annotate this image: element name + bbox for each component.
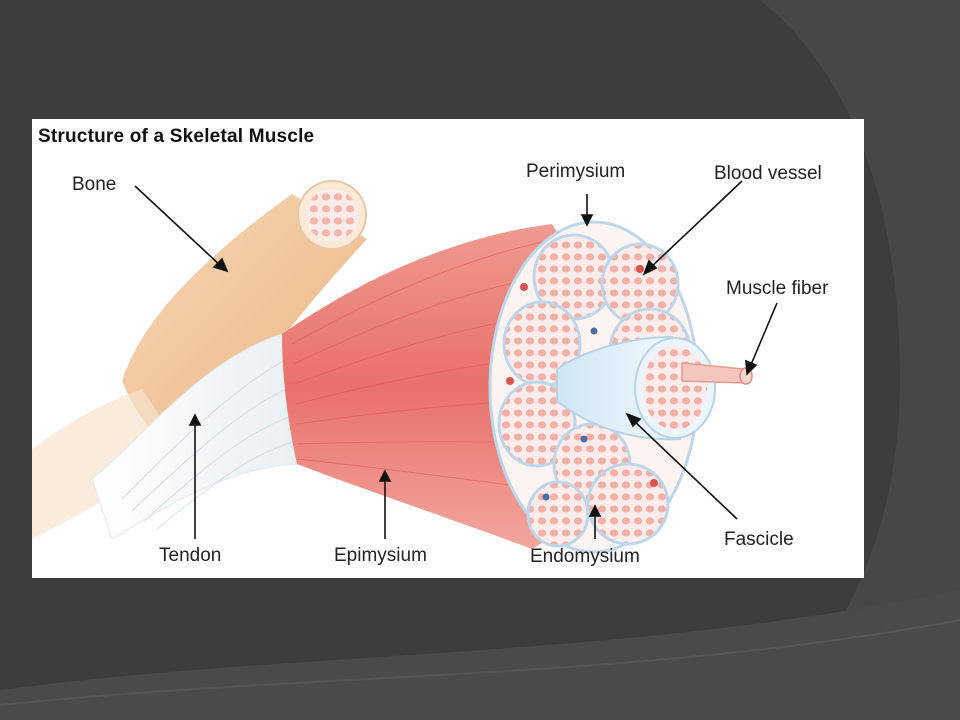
label-tendon: Tendon	[159, 545, 222, 566]
label-bone: Bone	[72, 174, 117, 195]
bone-illustration	[32, 180, 367, 539]
label-epimysium: Epimysium	[334, 545, 427, 566]
figure-title: Structure of a Skeletal Muscle	[38, 126, 315, 147]
label-arrows	[134, 180, 778, 539]
label-blood-vessel: Blood vessel	[714, 163, 822, 184]
muscle-illustration	[32, 180, 778, 554]
muscle-diagram-figure: Structure of a Skeletal Muscle Bone Peri…	[32, 119, 864, 578]
label-endomysium: Endomysium	[530, 546, 640, 567]
label-perimysium: Perimysium	[526, 161, 626, 182]
fascicle-illustration	[556, 335, 716, 441]
muscle-fiber-illustration	[681, 362, 753, 385]
slide-swoosh-right	[760, 0, 960, 720]
slide-swoosh-bottom	[0, 590, 960, 720]
label-fascicle: Fascicle	[724, 529, 794, 550]
label-muscle-fiber: Muscle fiber	[726, 278, 829, 299]
